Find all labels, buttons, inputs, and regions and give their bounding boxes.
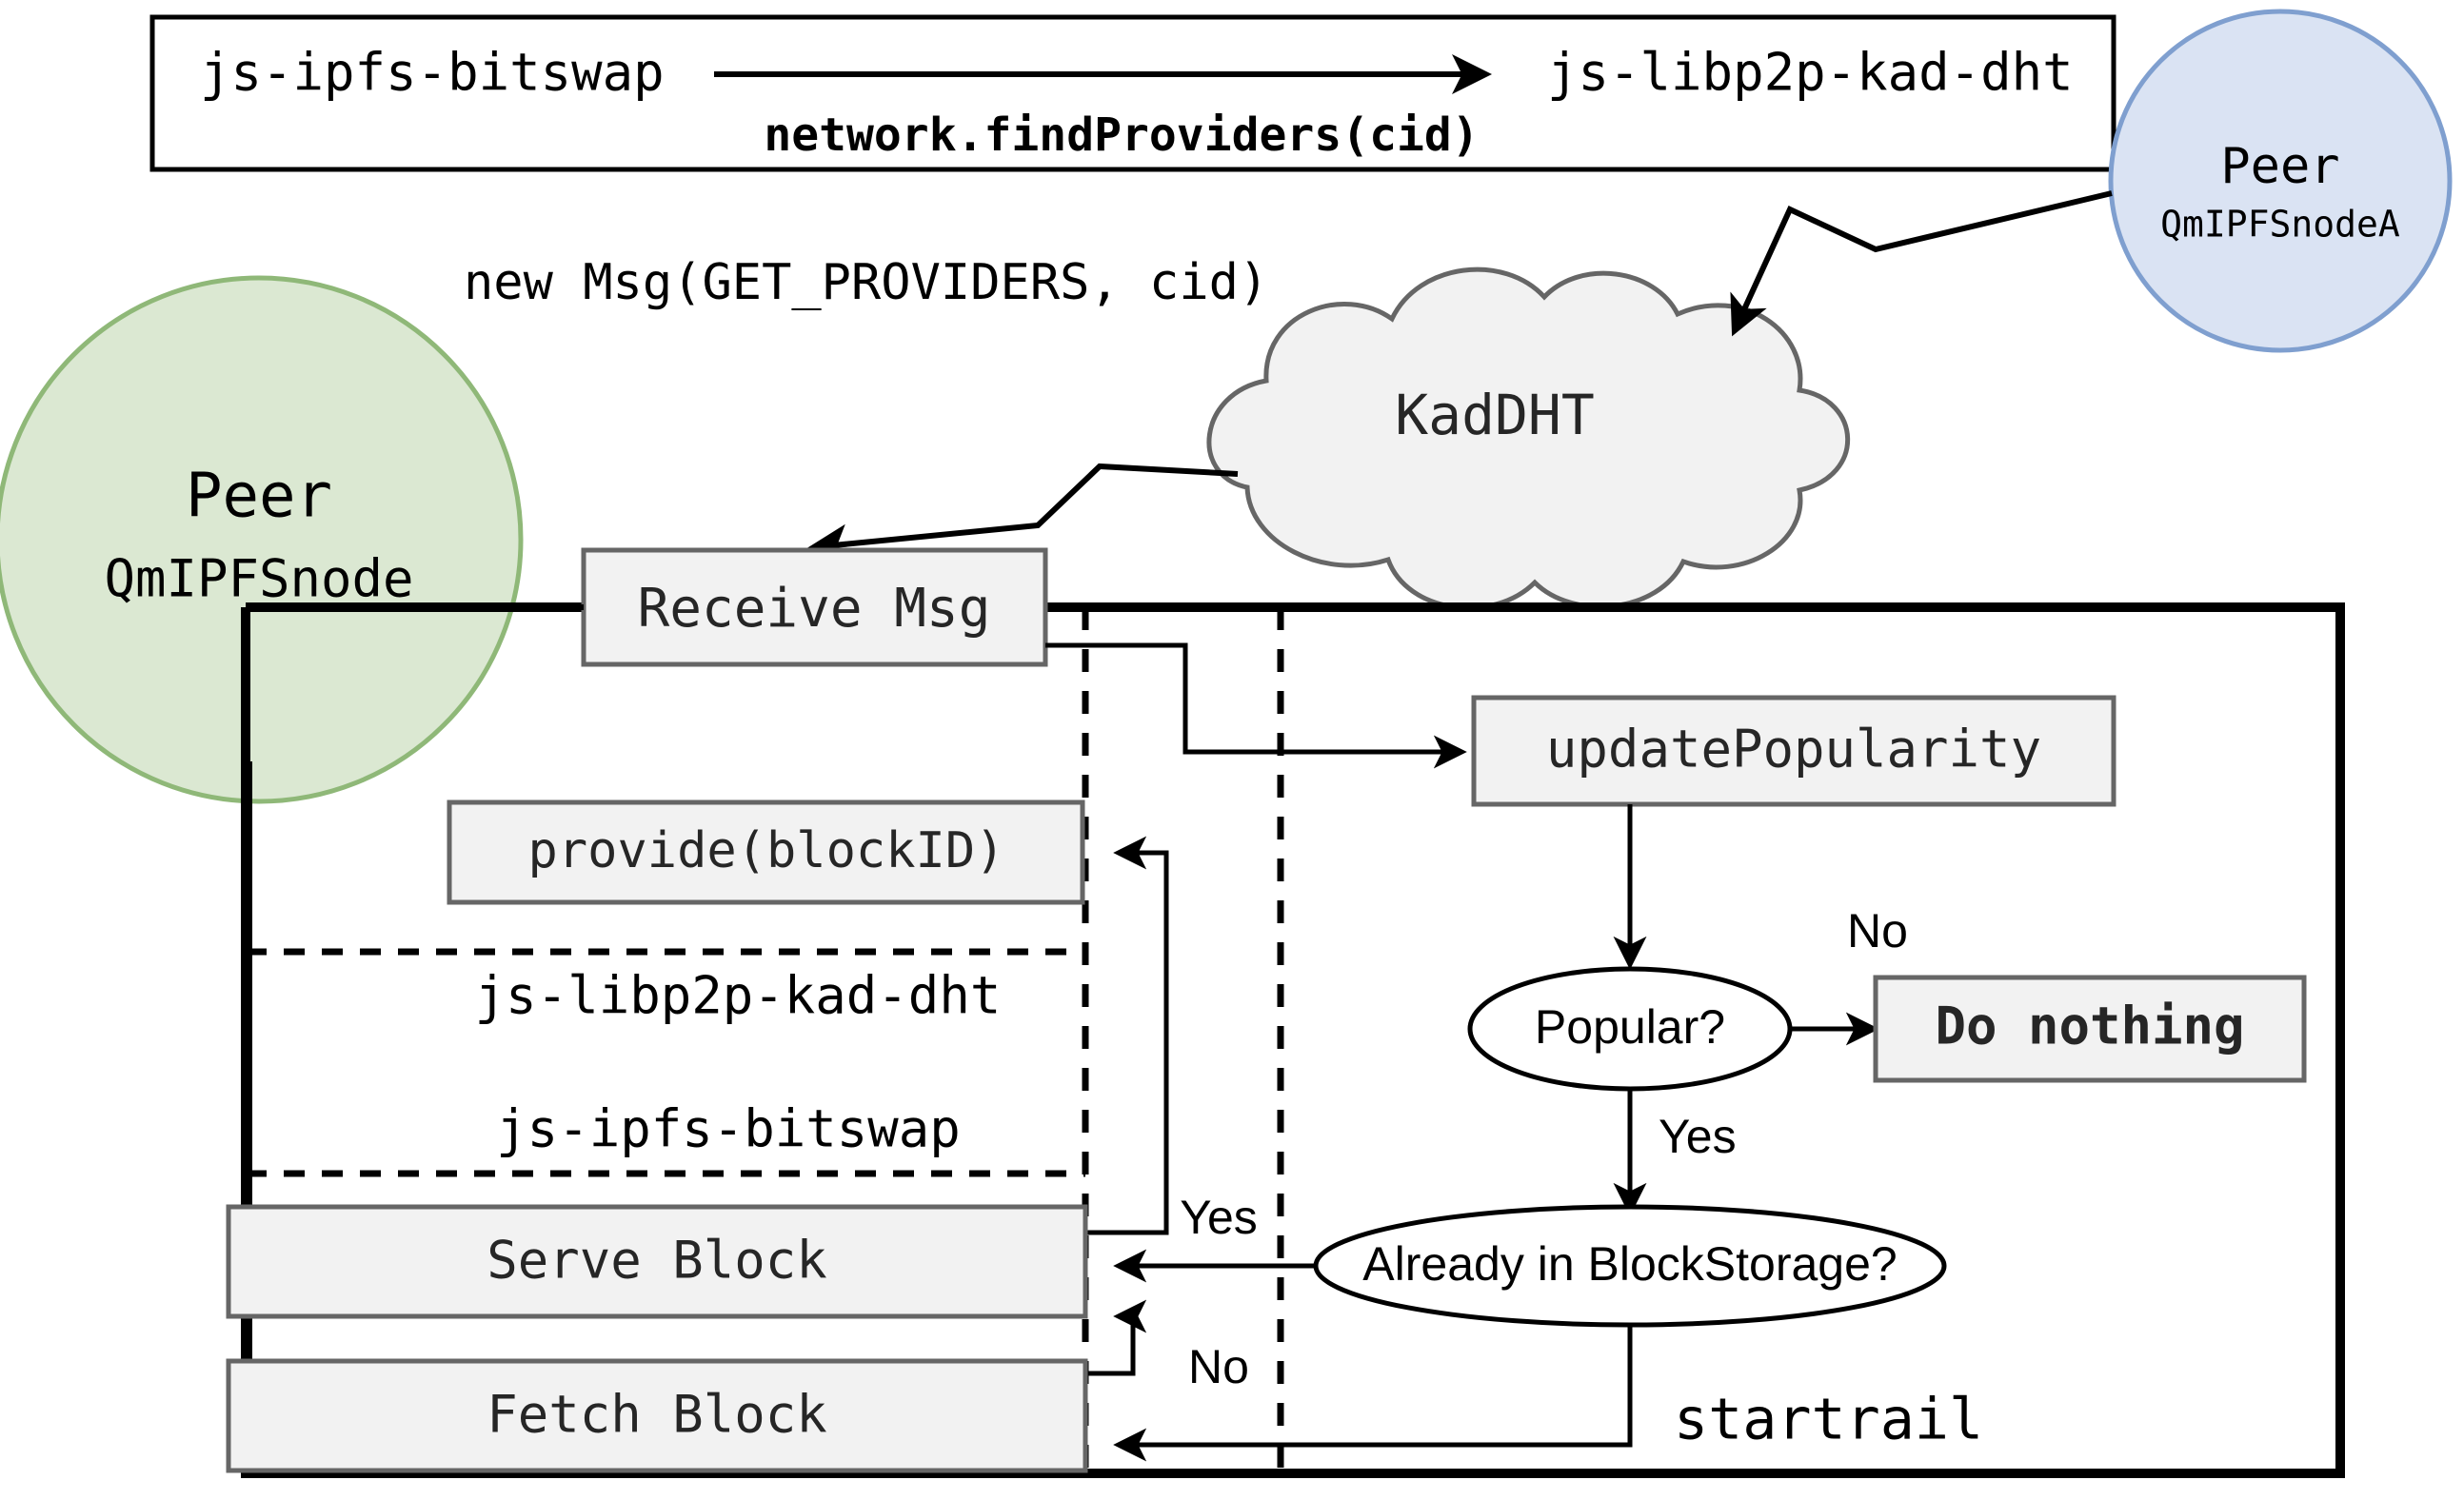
top-panel: js-ipfs-bitswap network.findProviders(ci… bbox=[149, 14, 2116, 172]
node-update-popularity[interactable]: updatePopularity bbox=[1471, 695, 2116, 807]
popular-yes-label: Yes bbox=[1659, 1110, 1737, 1163]
decision-popular[interactable]: Popular? bbox=[1467, 966, 1793, 1092]
update-popularity-box bbox=[1471, 695, 2116, 807]
peer-remote-circle bbox=[2108, 9, 2453, 353]
peer-local[interactable]: Peer QmIPFSnode bbox=[0, 275, 524, 804]
lane-label-startrail: startrail bbox=[1674, 1387, 1983, 1453]
already-stored-no-label: No bbox=[1188, 1340, 1249, 1393]
kaddht-cloud[interactable]: KadDHT bbox=[1206, 266, 1851, 611]
decision-already-stored[interactable]: Already in BlockStorage? bbox=[1313, 1204, 1947, 1328]
node-serve-block[interactable]: Serve Block bbox=[226, 1204, 1088, 1319]
peer-remote[interactable]: Peer QmIPFSnodeA bbox=[2108, 9, 2453, 353]
fetch-block-box bbox=[226, 1358, 1088, 1473]
peer-local-circle bbox=[0, 275, 524, 804]
cloud-label: KadDHT bbox=[1395, 383, 1595, 447]
serve-block-box bbox=[226, 1204, 1088, 1319]
node-provide-block[interactable]: provide(blockID) bbox=[447, 799, 1085, 905]
find-providers-label: network.findProviders(cid) bbox=[764, 109, 1479, 162]
popular-no-label: No bbox=[1847, 904, 1908, 957]
do-nothing-box bbox=[1873, 975, 2307, 1083]
remote-peer-to-cloud-arrow bbox=[1730, 190, 2113, 337]
peer-local-id: QmIPFSnode bbox=[104, 549, 413, 609]
receive-msg-label: Receive Msg bbox=[638, 578, 991, 640]
update-popularity-label: updatePopularity bbox=[1546, 720, 2041, 780]
node-do-nothing[interactable]: Do nothing bbox=[1873, 975, 2307, 1083]
peer-remote-id: QmIPFSnodeA bbox=[2160, 204, 2400, 246]
already-stored-label: Already in BlockStorage? bbox=[1362, 1237, 1897, 1291]
provide-block-label: provide(blockID) bbox=[528, 822, 1005, 879]
serve-block-label: Serve Block bbox=[487, 1231, 827, 1291]
fetch-block-to-serve-block-arrow bbox=[1083, 1299, 1147, 1376]
lane-label-dht: js-libp2p-kad-dht bbox=[475, 966, 1002, 1026]
already-stored-no-arrow bbox=[1113, 1325, 1633, 1462]
node-receive-msg[interactable]: Receive Msg bbox=[581, 547, 1048, 667]
top-panel-left-label: js-ipfs-bitswap bbox=[200, 43, 665, 103]
fetch-block-label: Fetch Block bbox=[487, 1385, 827, 1445]
top-panel-right-label: js-libp2p-kad-dht bbox=[1547, 43, 2074, 103]
startrail-frame bbox=[241, 602, 2345, 1478]
peer-remote-role: Peer bbox=[2220, 138, 2339, 195]
get-providers-message-label: new Msg(GET_PROVIDERS, cid) bbox=[464, 254, 1268, 311]
do-nothing-label: Do nothing bbox=[1935, 997, 2244, 1056]
serve-block-to-provide-arrow bbox=[1083, 836, 1169, 1235]
provide-block-box bbox=[447, 799, 1085, 905]
peer-local-role: Peer bbox=[186, 462, 332, 532]
cloud-to-receive-msg-arrow bbox=[807, 463, 1239, 564]
node-fetch-block[interactable]: Fetch Block bbox=[226, 1358, 1088, 1473]
popular-label: Popular? bbox=[1535, 1000, 1725, 1054]
receive-msg-to-update-popularity-arrow bbox=[1045, 642, 1467, 769]
already-stored-yes-label: Yes bbox=[1180, 1191, 1258, 1244]
lane-label-bitswap: js-ipfs-bitswap bbox=[496, 1099, 961, 1159]
